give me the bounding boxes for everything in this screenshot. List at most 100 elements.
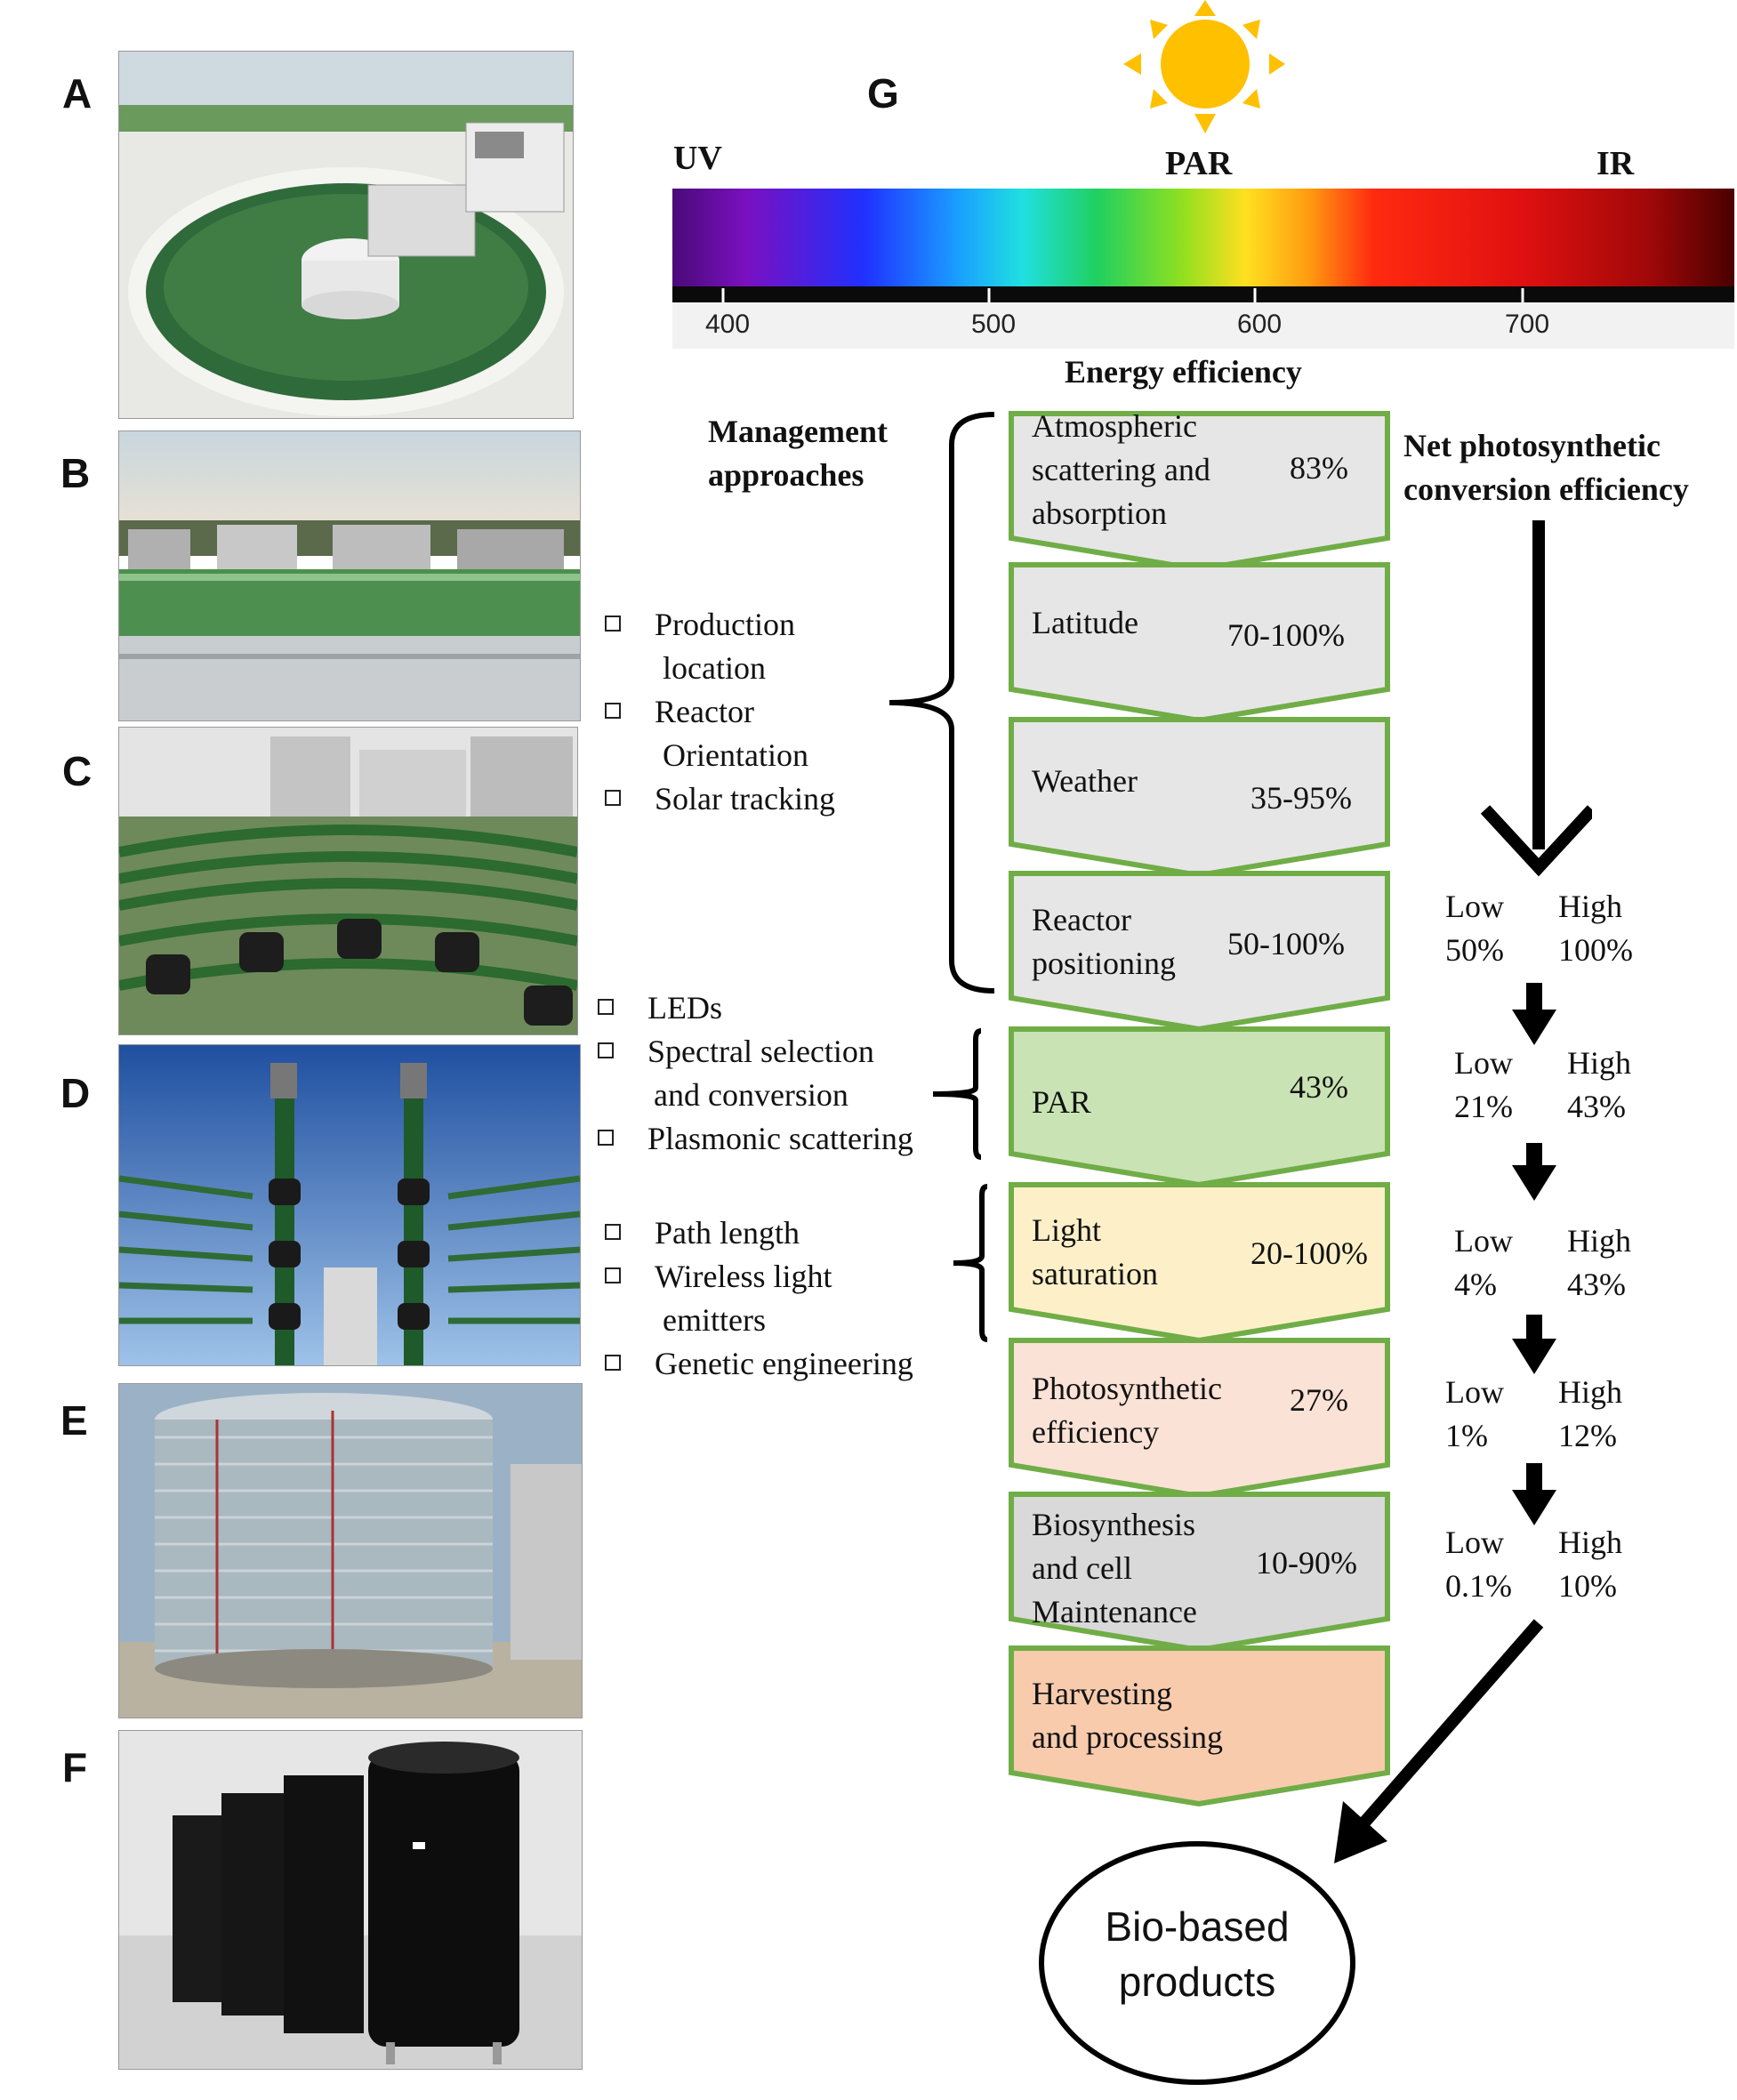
brace-group-2 [932, 1028, 982, 1160]
net-3-low: 4% [1454, 1267, 1497, 1302]
chevron-harvesting [1009, 1645, 1390, 1807]
checkbox-icon [605, 1355, 621, 1371]
checkbox-icon [598, 1042, 614, 1058]
panel-letter-b: B [60, 450, 91, 496]
net-title-line2: conversion efficiency [1403, 471, 1689, 507]
step-8-pct: 10-90% [1256, 1545, 1357, 1581]
checkbox-icon [605, 1267, 621, 1283]
chevron-latitude [1009, 562, 1390, 724]
step-8-line3: Maintenance [1032, 1594, 1197, 1629]
photo-flat-panel [118, 430, 581, 721]
mgmt-label: LEDs [647, 990, 722, 1026]
mgmt-label: Plasmonic scattering [647, 1121, 913, 1156]
net-1-low-label: Low [1445, 889, 1504, 924]
step-7-line1: Photosynthetic [1032, 1371, 1222, 1406]
step-2-line1: Latitude [1032, 605, 1138, 640]
chevron-photosynthetic [1009, 1338, 1390, 1500]
mgmt-label: Wireless light [655, 1259, 832, 1294]
sun-icon [1123, 0, 1285, 133]
checkbox-icon [598, 1130, 614, 1146]
down-arrow-icon [1512, 1463, 1556, 1525]
step-1-line2: scattering and [1032, 452, 1210, 487]
photo-raceway-pond [118, 51, 574, 419]
energy-efficiency-title: Energy efficiency [1065, 354, 1302, 390]
mgmt-wireless-light-cont: emitters [663, 1302, 766, 1338]
down-arrow-icon [1512, 983, 1556, 1045]
step-6-pct: 20-100% [1250, 1235, 1368, 1271]
step-6-line1: Light [1032, 1212, 1101, 1248]
photo-black-cylinders [118, 1730, 583, 2070]
step-7-line2: efficiency [1032, 1414, 1160, 1450]
net-title-line1: Net photosynthetic [1403, 428, 1661, 463]
net-4-high-label: High [1558, 1374, 1622, 1410]
panel-letter-f: F [62, 1744, 88, 1790]
chevron-biosynthesis [1009, 1492, 1390, 1653]
uv-label: UV [673, 140, 722, 177]
step-1-line3: absorption [1032, 495, 1167, 531]
step-4-line1: Reactor [1032, 902, 1131, 937]
brace-group-1 [889, 412, 995, 994]
panel-letter-a: A [62, 70, 92, 117]
mgmt-spectral-selection-cont: and conversion [654, 1077, 848, 1113]
step-9-line2: and processing [1032, 1719, 1223, 1755]
tick-500: 500 [971, 310, 1017, 339]
down-arrow-icon [1512, 1315, 1556, 1374]
mgmt-label: Reactor [655, 694, 754, 729]
step-3-line1: Weather [1032, 763, 1138, 799]
checkbox-icon [605, 1224, 621, 1240]
panel-letter-d: D [60, 1070, 91, 1116]
step-8-line1: Biosynthesis [1032, 1507, 1196, 1542]
net-2-high: 43% [1567, 1089, 1626, 1124]
bio-based-products-circle: Bio-based products [1039, 1841, 1355, 2085]
photo-tubular-horizontal [118, 727, 578, 1035]
chevron-reactor-positioning [1009, 871, 1390, 1033]
chevron-light-saturation [1009, 1182, 1390, 1344]
chevron-par [1009, 1026, 1390, 1188]
checkbox-icon [605, 703, 621, 719]
step-3-pct: 35-95% [1250, 780, 1352, 816]
step-4-pct: 50-100% [1227, 926, 1345, 961]
net-2-high-label: High [1567, 1045, 1631, 1081]
net-1-high: 100% [1558, 932, 1633, 968]
net-arrows [1334, 520, 1592, 1863]
management-title-line1: Management [708, 414, 888, 449]
step-9-line1: Harvesting [1032, 1676, 1172, 1711]
brace-group-3 [953, 1184, 988, 1342]
mgmt-reactor-orientation-cont: Orientation [663, 737, 808, 773]
panel-letter-c: C [62, 748, 92, 794]
management-title-line2: approaches [708, 457, 864, 493]
mgmt-label: Genetic engineering [655, 1346, 913, 1381]
net-5-low: 0.1% [1445, 1568, 1512, 1604]
mgmt-label: Path length [655, 1215, 800, 1251]
net-2-low-label: Low [1454, 1045, 1513, 1081]
net-3-high: 43% [1567, 1267, 1626, 1302]
down-arrow-icon [1512, 1143, 1556, 1201]
net-2-low: 21% [1454, 1089, 1513, 1124]
product-line1: Bio-based [1105, 1903, 1290, 1950]
product-line2: products [1118, 1959, 1276, 2005]
net-1-low: 50% [1445, 932, 1504, 968]
par-label: PAR [1165, 145, 1233, 182]
net-1-high-label: High [1558, 889, 1622, 924]
chevron-weather [1009, 717, 1390, 879]
mgmt-label: Solar tracking [655, 781, 835, 817]
net-3-high-label: High [1567, 1223, 1631, 1259]
step-1-line1: Atmospheric [1032, 408, 1197, 444]
net-5-low-label: Low [1445, 1525, 1504, 1560]
chevron-flow [1009, 411, 1390, 1807]
panel-letter-e: E [60, 1397, 88, 1444]
net-5-high-label: High [1558, 1525, 1622, 1560]
step-4-line2: positioning [1032, 945, 1177, 981]
photo-tubular-vertical [118, 1044, 581, 1366]
step-5-line1: PAR [1032, 1084, 1091, 1120]
photo-helical-tank [118, 1383, 583, 1718]
step-6-line2: saturation [1032, 1256, 1158, 1291]
mgmt-label: Spectral selection [647, 1034, 874, 1069]
ir-label: IR [1596, 145, 1635, 182]
panel-letter-g: G [867, 70, 899, 117]
checkbox-icon [605, 790, 621, 806]
tick-600: 600 [1237, 310, 1283, 339]
mgmt-label: Production [655, 607, 795, 642]
checkbox-icon [598, 999, 614, 1015]
tick-700: 700 [1505, 310, 1550, 339]
